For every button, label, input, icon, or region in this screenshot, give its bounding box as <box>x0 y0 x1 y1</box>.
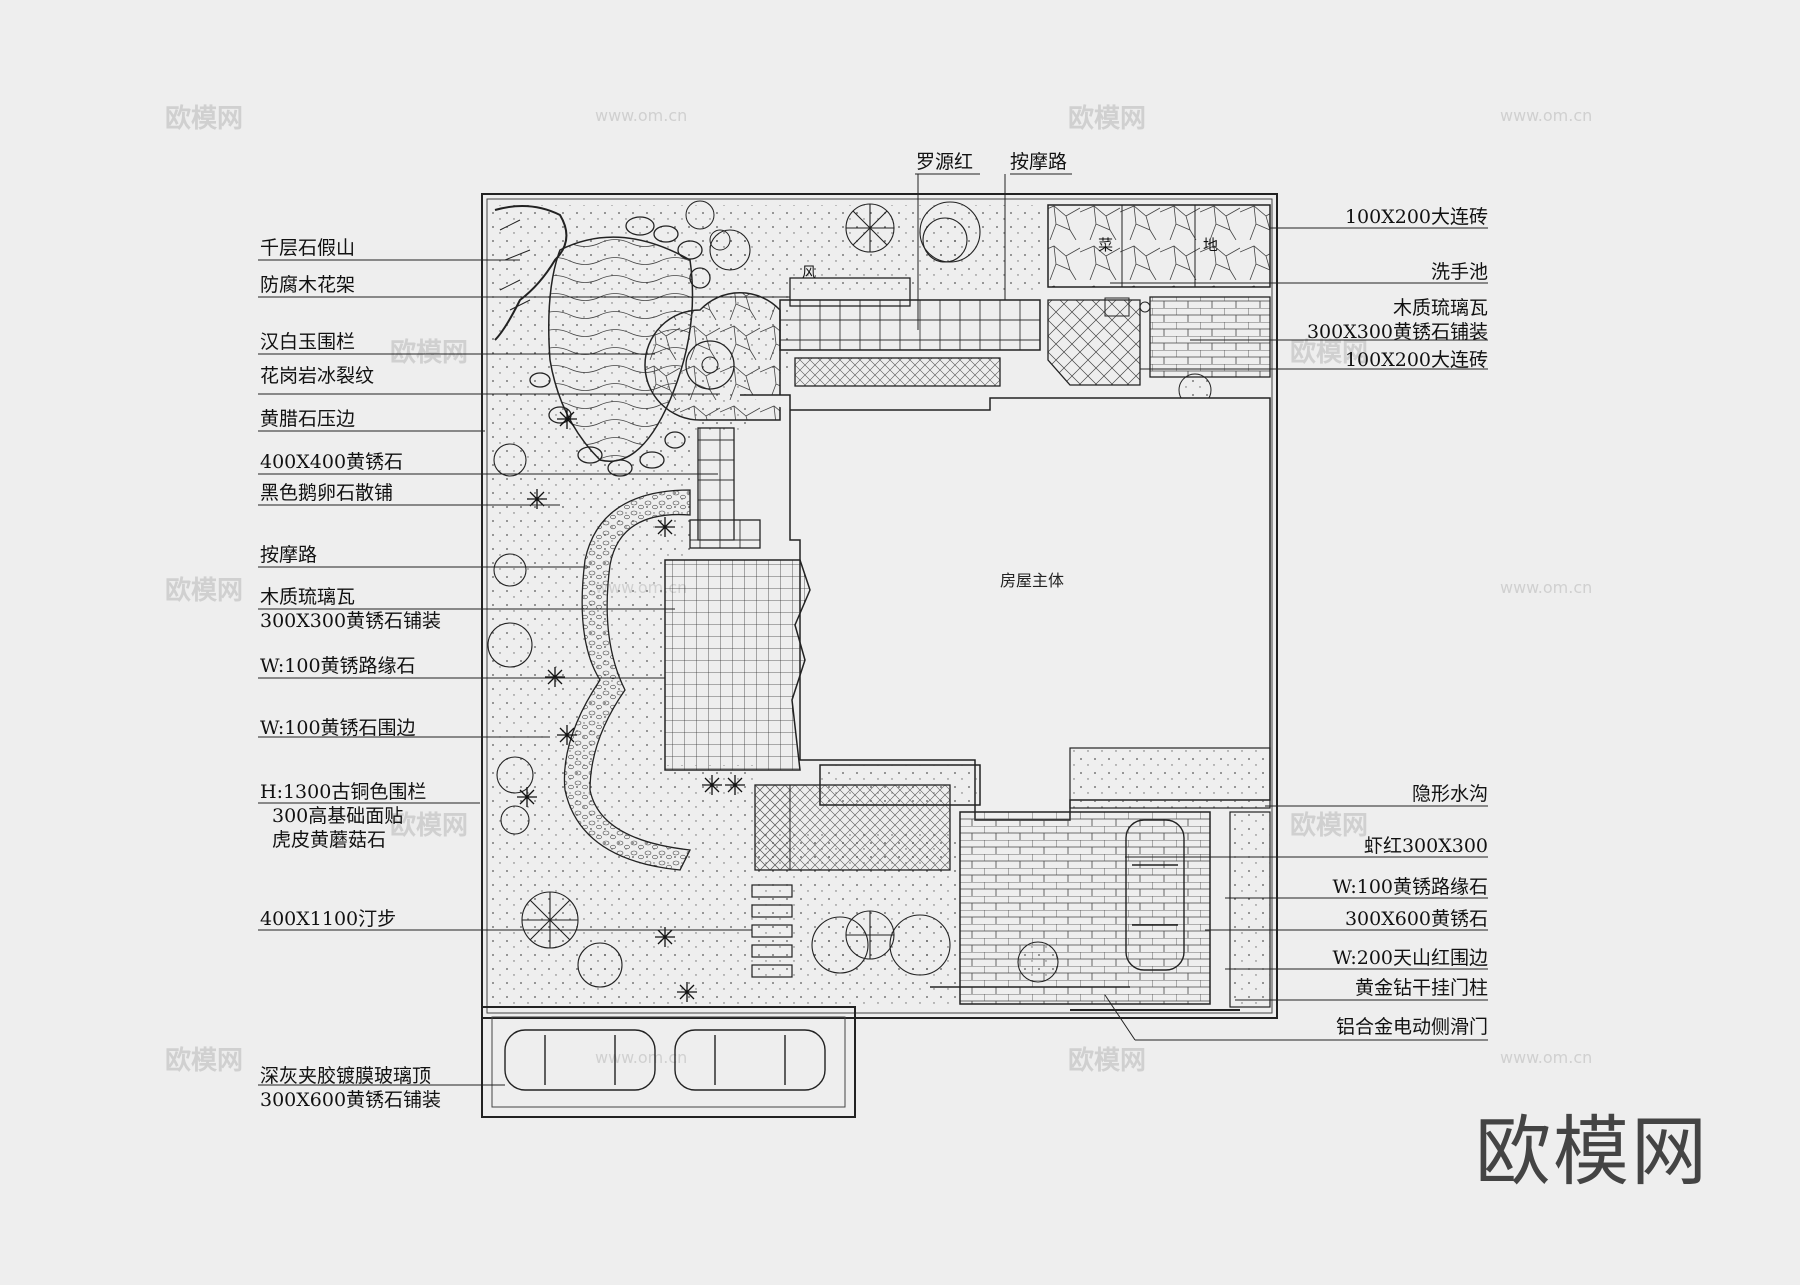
brand-watermark: 欧模网 <box>1475 1107 1709 1196</box>
massage-pebble-path <box>563 489 691 871</box>
callout-left-l12: 300高基础面贴 <box>272 805 404 827</box>
callout-left-l3: 汉白玉围栏 <box>260 331 356 353</box>
watermark-url: www.om.cn <box>1500 106 1593 125</box>
watermark-text: 欧模网 <box>165 104 244 134</box>
leader-lines-right <box>1104 227 1488 1041</box>
callout-left-l10: W:100黄锈路缘石 <box>260 655 416 677</box>
watermark-text: 欧模网 <box>165 576 244 606</box>
driveway <box>930 747 1271 1011</box>
label-luoyuan-red: 罗源红 <box>916 151 974 173</box>
callout-right-r9: W:200天山红围边 <box>1332 947 1488 969</box>
callout-left-l14: 300X600黄锈石铺装 <box>260 1089 442 1111</box>
east-terrace <box>1047 296 1271 407</box>
stepping-stones <box>751 884 793 978</box>
rockery <box>529 216 711 477</box>
label-massage-path-top: 按摩路 <box>1010 151 1068 173</box>
callout-left-l1: 千层石假山 <box>260 237 356 259</box>
pergola-label: 风 <box>802 265 816 281</box>
callout-left-l11: W:100黄锈石围边 <box>260 717 416 739</box>
callout-left-l6: 400X400黄锈石 <box>260 451 404 473</box>
leader-lines-left <box>258 259 790 1086</box>
vegetable-beds <box>1047 204 1271 288</box>
callout-left-l13: 400X1100汀步 <box>260 908 397 930</box>
callout-right-r3: 300X300黄锈石铺装 <box>1306 321 1488 343</box>
pergola <box>779 277 1041 351</box>
callout-right-r2: 洗手池 <box>1430 261 1488 283</box>
star-shrubs <box>517 409 745 1002</box>
brick-planter <box>819 764 981 806</box>
callout-left-l9: 300X300黄锈石铺装 <box>260 610 442 632</box>
watermark-text: 欧模网 <box>1068 104 1147 134</box>
callout-right-r8: 300X600黄锈石 <box>1344 908 1488 930</box>
watermark-url: www.om.cn <box>1500 578 1593 597</box>
callout-right-r7: W:100黄锈路缘石 <box>1332 876 1488 898</box>
watermark-text: 欧模网 <box>390 811 469 841</box>
callout-left-l8: 按摩路 <box>260 544 318 566</box>
trees <box>487 201 1059 988</box>
callout-left-l9: 木质琉璃瓦 <box>260 586 356 608</box>
leader-lines-top <box>915 173 1072 330</box>
car-carport <box>504 1029 826 1091</box>
watermark-text: 欧模网 <box>1290 811 1369 841</box>
callout-left-l5: 黄腊石压边 <box>260 408 356 430</box>
watermark-url: www.om.cn <box>1500 1048 1593 1067</box>
callout-right-r10: 黄金钻干挂门柱 <box>1354 977 1488 999</box>
callout-right-r11: 铝合金电动侧滑门 <box>1335 1016 1488 1038</box>
stepping-walkway <box>689 427 761 549</box>
west-tile-terrace <box>664 559 811 771</box>
callout-right-r3: 木质琉璃瓦 <box>1392 297 1488 319</box>
site-boundary <box>481 193 1278 1019</box>
watermark-text: 欧模网 <box>1068 1046 1147 1076</box>
callout-left-l2: 防腐木花架 <box>260 274 356 296</box>
callout-left-l4: 花岗岩冰裂纹 <box>260 365 375 387</box>
crack-paved-plaza <box>644 292 781 421</box>
callout-left-l12: 虎皮黄蘑菇石 <box>272 829 387 851</box>
veg-bed-label-1: 菜 <box>1098 236 1114 254</box>
pond <box>548 236 694 462</box>
callout-left-l7: 黑色鹅卵石散铺 <box>260 482 394 504</box>
carport <box>481 1006 856 1118</box>
watermark-text: 欧模网 <box>390 338 469 368</box>
watermark-text: 欧模网 <box>165 1046 244 1076</box>
house-label: 房屋主体 <box>1000 571 1065 590</box>
callout-left-l12: H:1300古铜色围栏 <box>260 781 427 803</box>
callout-right-r4: 100X200大连砖 <box>1344 349 1488 371</box>
veg-bed-label-2: 地 <box>1203 236 1219 254</box>
watermark-url: www.om.cn <box>595 1048 688 1067</box>
car-driveway <box>1125 819 1185 971</box>
watermark-url: www.om.cn <box>595 106 688 125</box>
diamond-paving-strip <box>794 357 1001 387</box>
callout-left-l14: 深灰夹胶镀膜玻璃顶 <box>260 1065 432 1087</box>
callout-right-r5: 隐形水沟 <box>1411 783 1488 805</box>
callout-right-r1: 100X200大连砖 <box>1344 206 1488 228</box>
callout-right-r6: 虾红300X300 <box>1363 835 1488 857</box>
watermark-text: 欧模网 <box>1290 338 1369 368</box>
